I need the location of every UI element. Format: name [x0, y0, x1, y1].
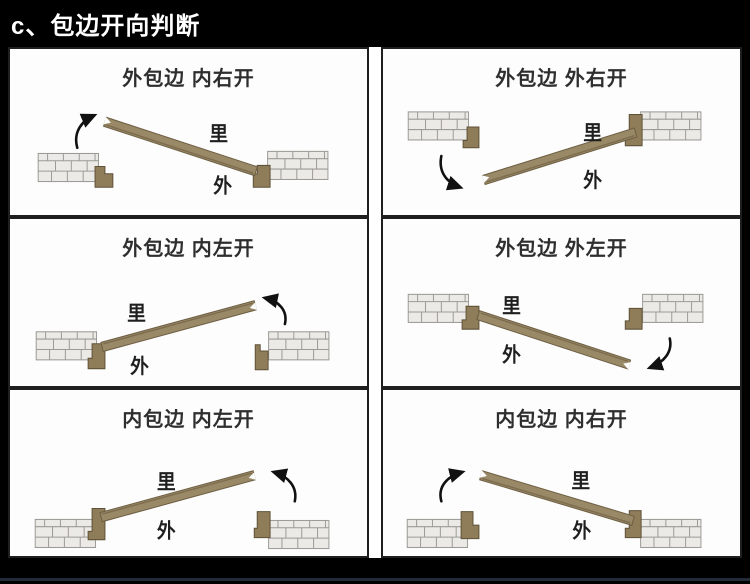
panel-inner-trim-inner-left-open: 内包边 内左开 里 外 [8, 387, 369, 558]
edge-trim-right [624, 308, 643, 331]
panel-title: 内包边 内左开 [122, 408, 255, 431]
edge-trim-right [253, 510, 271, 538]
door-direction-diagram: 里 外 [407, 294, 704, 371]
inside-label: 里 [571, 470, 590, 493]
brick-wall-left [407, 111, 470, 141]
swing-direction-arrow-icon [270, 468, 297, 503]
brick-wall-left [406, 518, 469, 548]
outside-label: 外 [129, 355, 149, 379]
outside-label: 外 [212, 174, 232, 198]
edge-trim-left [94, 165, 114, 188]
door-direction-diagram: 里 外 [35, 293, 330, 379]
door-leaf [478, 469, 636, 526]
brick-wall-left [407, 294, 470, 324]
swing-direction-arrow-icon [439, 154, 464, 191]
door-direction-diagram: 里 外 [406, 467, 702, 548]
brick-wall-right [640, 111, 702, 141]
outside-label: 外 [156, 519, 176, 543]
brick-wall-right [267, 150, 329, 180]
inside-label: 里 [209, 123, 228, 146]
swing-direction-arrow-icon [439, 467, 466, 503]
panel-title: 外包边 内左开 [122, 238, 255, 261]
edge-trim-hinge [252, 164, 271, 188]
outside-label: 外 [571, 519, 591, 543]
page-title: c、包边开向判断 [11, 13, 201, 40]
edge-trim-left [462, 126, 480, 149]
door-leaf [99, 469, 257, 523]
panel-title: 外包边 外左开 [495, 238, 628, 261]
brick-wall-right [268, 519, 330, 549]
panel-title: 内包边 内右开 [495, 408, 628, 431]
edge-trim-left [460, 510, 480, 539]
panel-outer-trim-outer-left-open: 外包边 外左开 里 外 [381, 217, 742, 388]
panel-outer-trim-outer-right-open: 外包边 外右开 里 外 [381, 47, 742, 218]
edge-trim-hinge [461, 306, 480, 331]
diagram-grid: 外包边 内右开 里 外 外包边 外右开 里 外 外包边 内左开 [8, 47, 742, 558]
door-leaf [102, 116, 259, 177]
door-leaf [100, 300, 258, 353]
swing-direction-arrow-icon [646, 337, 672, 371]
edge-trim-right [254, 344, 269, 371]
brick-wall-left [35, 331, 98, 361]
door-direction-diagram: 里 外 [37, 113, 329, 198]
door-direction-diagram: 里 外 [407, 111, 702, 193]
inside-label: 里 [583, 122, 602, 145]
brick-wall-right [642, 294, 704, 324]
bottom-divider [0, 578, 750, 581]
brick-wall-left [34, 518, 97, 548]
door-leaf [476, 310, 632, 371]
page-header: c、包边开向判断 [0, 0, 750, 47]
panel-outer-trim-inner-right-open: 外包边 内右开 里 外 [8, 47, 369, 218]
outside-label: 外 [582, 169, 602, 193]
panel-title: 外包边 外右开 [495, 68, 628, 90]
swing-direction-arrow-icon [74, 113, 98, 150]
brick-wall-right [640, 518, 702, 548]
brick-wall-left [37, 152, 100, 183]
door-leaf [481, 126, 638, 186]
inside-label: 里 [127, 303, 146, 326]
inside-label: 里 [157, 471, 176, 494]
inside-label: 里 [502, 295, 521, 318]
panel-outer-trim-inner-left-open: 外包边 内左开 里 外 [8, 217, 369, 388]
outside-label: 外 [501, 343, 521, 367]
swing-direction-arrow-icon [261, 293, 287, 326]
panel-inner-trim-inner-right-open: 内包边 内右开 里 外 [381, 387, 742, 558]
door-direction-diagram: 里 外 [34, 468, 330, 549]
panel-title: 外包边 内右开 [122, 68, 255, 90]
bottom-bar [0, 558, 750, 584]
brick-wall-right [268, 331, 330, 361]
